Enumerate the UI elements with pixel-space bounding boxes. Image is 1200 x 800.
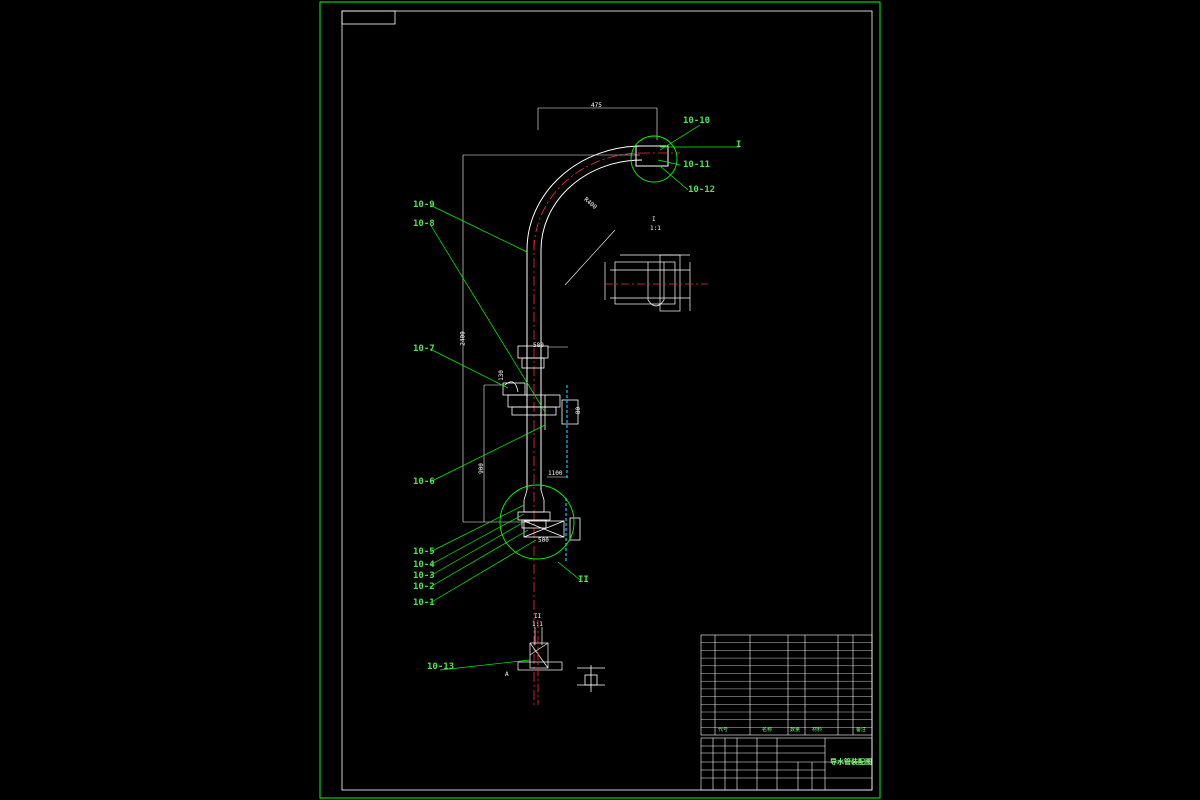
- dimension-lines: [462, 107, 658, 523]
- bom-header-qty: 数量: [790, 727, 801, 733]
- drawing-title: 导水管装配图: [830, 758, 872, 766]
- outer-border: [319, 1, 881, 799]
- detail-II-scale: 1:1: [532, 621, 543, 628]
- label-10-6: 10-6: [413, 477, 435, 487]
- leader-lines: [429, 124, 740, 671]
- dim-lower-height: 900: [477, 463, 485, 474]
- detail-view-II: [517, 627, 563, 671]
- detail-II-title: II: [534, 613, 542, 620]
- dim-low-span: 1100: [548, 470, 563, 477]
- title-block: [700, 737, 873, 791]
- detail-I-title: I: [652, 216, 656, 223]
- inner-border: [341, 10, 873, 791]
- base-assembly: [517, 489, 581, 541]
- section-A-view: [577, 665, 605, 692]
- bom-table: [700, 634, 873, 736]
- dim-base-width: 500: [538, 537, 549, 544]
- label-section-II: II: [578, 575, 589, 585]
- label-10-9: 10-9: [413, 200, 435, 210]
- main-pipe: [526, 145, 669, 490]
- section-A-mark: A: [505, 671, 509, 678]
- label-10-12: 10-12: [688, 185, 716, 195]
- dim-small-b: 80: [575, 406, 583, 415]
- label-10-4: 10-4: [413, 560, 435, 570]
- label-10-2: 10-2: [413, 582, 435, 592]
- dim-mid-span: 580: [533, 342, 544, 349]
- label-10-10: 10-10: [683, 116, 711, 126]
- detail-circle-bottom: [499, 484, 575, 560]
- mid-bracket: [502, 345, 579, 430]
- pipe-centerline: [533, 152, 680, 705]
- dim-top-span: 475: [591, 102, 602, 109]
- detail-circle-top: [630, 135, 678, 183]
- bom-header-name: 名称: [762, 727, 773, 733]
- top-left-tag-box: [341, 10, 396, 25]
- dim-total-height: 2400: [459, 331, 467, 346]
- bom-header-material: 材料: [812, 727, 823, 733]
- detail-view-I: [604, 254, 691, 312]
- label-10-11: 10-11: [683, 160, 711, 170]
- label-10-8: 10-8: [413, 219, 435, 229]
- label-10-5: 10-5: [413, 547, 435, 557]
- bom-header-remark: 备注: [856, 727, 867, 733]
- label-section-I: I: [736, 140, 742, 150]
- label-10-7: 10-7: [413, 344, 435, 354]
- detail-I-scale: 1:1: [650, 225, 661, 232]
- label-10-3: 10-3: [413, 571, 435, 581]
- bom-rows: [701, 642, 872, 728]
- label-10-1: 10-1: [413, 598, 435, 608]
- bom-header-code: 代号: [718, 727, 729, 733]
- label-10-13: 10-13: [427, 662, 455, 672]
- dim-small-a: 130: [497, 370, 505, 381]
